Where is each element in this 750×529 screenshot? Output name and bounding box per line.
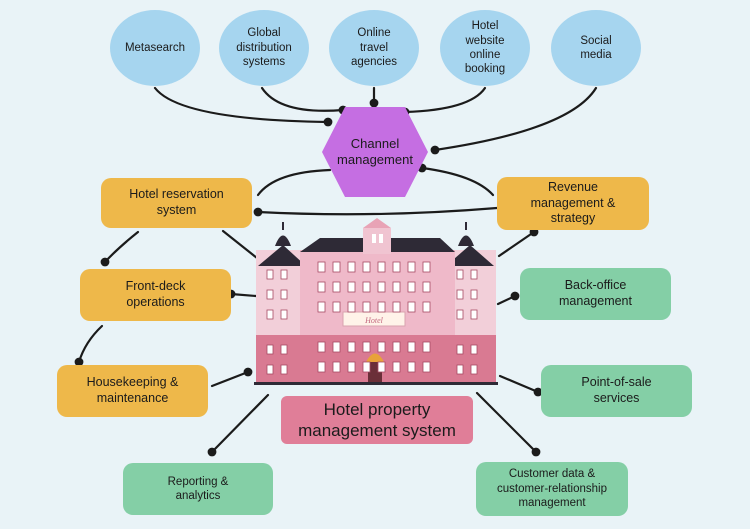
crm-box: Customer data & customer-relationship ma… xyxy=(476,462,628,516)
source-social-media-label: Social media xyxy=(580,34,612,61)
hotel-reservation-label: Hotel reservation system xyxy=(129,187,224,217)
connector-channel-revenue xyxy=(417,163,495,197)
front-deck-label: Front-deck operations xyxy=(125,279,186,309)
connector-revenue-building xyxy=(497,227,539,258)
connectors xyxy=(74,86,598,457)
circle-social xyxy=(551,10,641,86)
connector-reservation-frontdeck xyxy=(100,230,140,267)
circle-hotel-website xyxy=(440,10,530,86)
revenue-box: Revenue management & strategy xyxy=(497,177,649,230)
connector-gds xyxy=(260,86,348,115)
back-office-label: Back-office management xyxy=(559,278,632,308)
hotel-sign: Hotel xyxy=(364,316,384,325)
connector-reservation-building xyxy=(221,229,264,264)
channel-management: Channel management xyxy=(330,130,420,174)
circle-gds xyxy=(219,10,309,86)
connector-metasearch xyxy=(153,86,333,127)
connector-hotel-website xyxy=(400,86,487,117)
reporting-label: Reporting & analytics xyxy=(167,475,229,502)
hotel-reservation-box: Hotel reservation system xyxy=(101,178,252,228)
hotel-building-illustration xyxy=(254,218,498,385)
channel-hexagon xyxy=(322,107,428,197)
circle-metasearch xyxy=(110,10,200,86)
housekeeping-label: Housekeeping & maintenance xyxy=(86,375,179,405)
pos-box: Point-of-sale services xyxy=(541,365,692,417)
pms-label: Hotel property management system xyxy=(298,399,456,440)
reporting-box: Reporting & analytics xyxy=(123,463,273,515)
source-circles xyxy=(110,10,641,86)
front-deck-box: Front-deck operations xyxy=(80,269,231,321)
source-social-media: Social media xyxy=(551,10,641,86)
housekeeping-box: Housekeeping & maintenance xyxy=(57,365,208,417)
pms-box: Hotel property management system xyxy=(281,396,473,444)
connector-social xyxy=(430,86,598,155)
connector-backoffice-building xyxy=(496,291,520,306)
source-ota: Online travel agencies xyxy=(329,10,419,86)
back-office-box: Back-office management xyxy=(520,268,671,320)
source-gds: Global distribution systems xyxy=(219,10,309,86)
source-hotel-website-label: Hotel website online booking xyxy=(464,20,506,76)
source-ota-label: Online travel agencies xyxy=(350,27,398,69)
crm-label: Customer data & customer-relationship ma… xyxy=(497,468,607,510)
revenue-label: Revenue management & strategy xyxy=(530,180,616,226)
connector-pos-building xyxy=(498,374,543,397)
pos-label: Point-of-sale services xyxy=(581,375,652,405)
source-hotel-website: Hotel website online booking xyxy=(440,10,530,86)
connector-revenue-reservation xyxy=(253,206,499,217)
circle-ota xyxy=(329,10,419,86)
connector-frontdeck-housekeeping xyxy=(74,324,104,367)
connector-housekeeping-building xyxy=(210,367,253,388)
connector-reporting-building xyxy=(207,393,270,457)
source-metasearch: Metasearch xyxy=(110,10,200,86)
connector-crm-building xyxy=(475,391,541,457)
channel-management-label: Channel management xyxy=(337,135,413,167)
source-gds-label: Global distribution systems xyxy=(236,27,292,69)
connector-channel-reservation xyxy=(256,168,332,197)
source-metasearch-label: Metasearch xyxy=(124,41,186,54)
connector-frontdeck-building xyxy=(226,289,258,299)
